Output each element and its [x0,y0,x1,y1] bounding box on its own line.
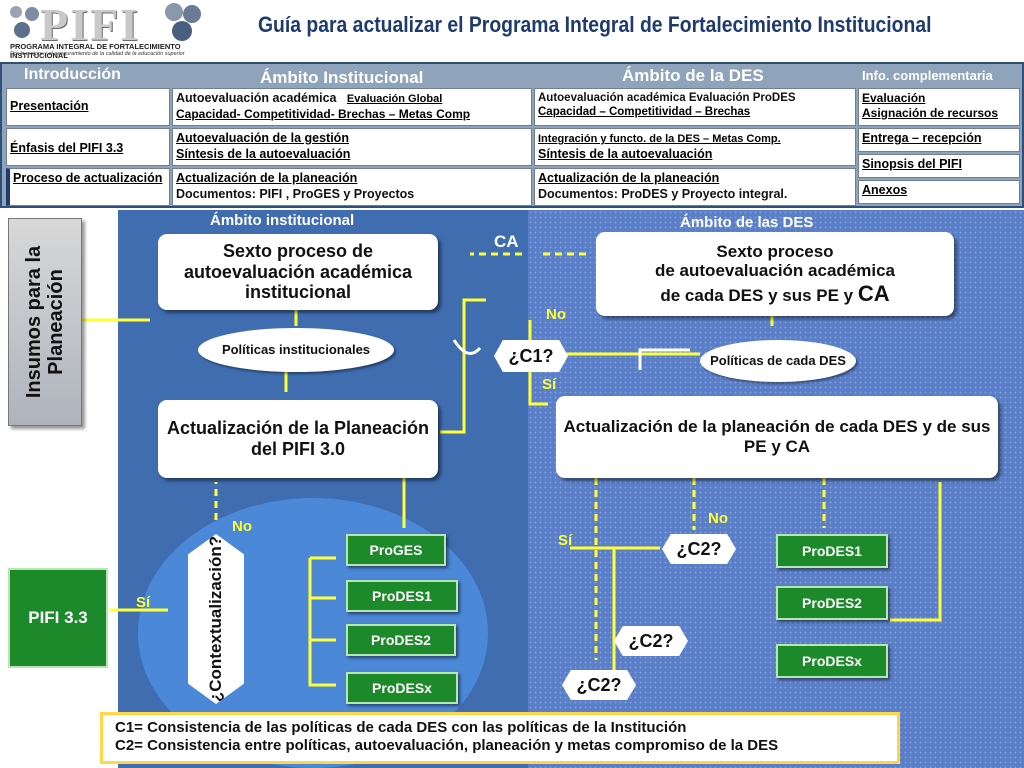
label-si-c1: Sí [542,376,557,393]
pifi-logo: PIFI PROGRAMA INTEGRAL DE FORTALECIMIENT… [4,0,204,62]
box-prodes2-right: ProDES2 [776,586,888,620]
diamond-c2-c: ¿C2? [562,670,636,700]
box-sexto-proceso-des: Sexto proceso de autoevaluación académic… [596,232,954,316]
nav-header-institucional[interactable]: Ámbito Institucional [260,68,424,87]
box-proges: ProGES [346,534,446,566]
logo-tagline: Por la mejora y el aseguramiento de la c… [10,51,185,57]
nav-info-sinopsis[interactable]: Sinopsis del PIFI [858,154,1020,178]
logo-dots-icon [10,6,39,38]
contextualizacion-label: ¿Contextualización? [206,535,225,703]
nav-item-enfasis[interactable]: Énfasis del PIFI 3.3 [6,128,170,166]
box-prodes1-right: ProDES1 [776,534,888,568]
label-no-c1: No [546,306,566,323]
logo-subtitle: PROGRAMA INTEGRAL DE FORTALECIMIENTO INS… [10,42,181,60]
legend-c1: C1= Consistencia de las políticas de cad… [115,719,687,736]
box-actualizacion-pifi: Actualización de la Planeación del PIFI … [158,400,438,478]
nav-des-row1[interactable]: Autoevaluación académica Evaluación ProD… [534,88,856,126]
label-no-contexto: No [232,518,252,535]
box-prodesx-right: ProDESx [776,644,888,678]
diamond-c2-a: ¿C2? [662,534,736,564]
nav-header-info[interactable]: Info. complementaria [862,68,993,83]
logo-word: PIFI [40,0,140,50]
nav-info-entrega[interactable]: Entrega – recepción [858,128,1020,152]
nav-header-intro[interactable]: Introducción [24,66,121,83]
sexto-des-line3: de cada DES y sus PE y CA [660,280,890,306]
legend-c2: C2= Consistencia entre políticas, autoev… [115,737,779,754]
box-prodes2-left: ProDES2 [346,624,456,656]
label-si-contexto: Sí [136,594,151,611]
sexto-des-line1: Sexto proceso [716,241,834,261]
nav-table: Introducción Ámbito Institucional Ámbito… [0,62,1024,208]
nav-header-des[interactable]: Ámbito de la DES [622,66,764,85]
sexto-des-line2: de autoevaluación académica [655,261,895,281]
box-prodesx-left: ProDESx [346,672,458,704]
box-prodes1-left: ProDES1 [346,580,458,612]
label-si-c2: Sí [558,532,573,549]
insumos-panel: Insumos para la Planeación [8,218,82,426]
nav-inst-row1[interactable]: Autoevaluación académica Evaluación Glob… [172,88,532,126]
nav-des-row2[interactable]: Integración y functo. de la DES – Metas … [534,128,856,166]
page-title: Guía para actualizar el Programa Integra… [258,12,932,37]
box-pifi-33: PIFI 3.3 [8,568,108,668]
nav-info-anexos[interactable]: Anexos [858,180,1020,204]
legend-box: C1= Consistencia de las políticas de cad… [100,712,900,764]
box-sexto-proceso-institucional: Sexto proceso de autoevaluación académic… [158,234,438,310]
oval-politicas-des: Políticas de cada DES [700,340,856,382]
nav-item-proceso[interactable]: Proceso de actualización [6,168,170,206]
box-actualizacion-des: Actualización de la planeación de cada D… [556,396,998,478]
heading-ambito-des: Ámbito de las DES [680,214,814,231]
label-ca: CA [494,232,519,251]
insumos-label: Insumos para la Planeación [23,245,67,399]
nav-item-presentacion[interactable]: Presentación [6,88,170,126]
heading-ambito-institucional: Ámbito institucional [210,212,355,229]
label-no-c2: No [708,510,728,527]
logo-sphere-icon [165,3,201,41]
oval-politicas-institucionales: Políticas institucionales [198,328,394,372]
diamond-contextualizacion: ¿Contextualización? [188,534,244,704]
diamond-c2-b: ¿C2? [614,626,688,656]
diamond-c1: ¿C1? [494,340,568,372]
